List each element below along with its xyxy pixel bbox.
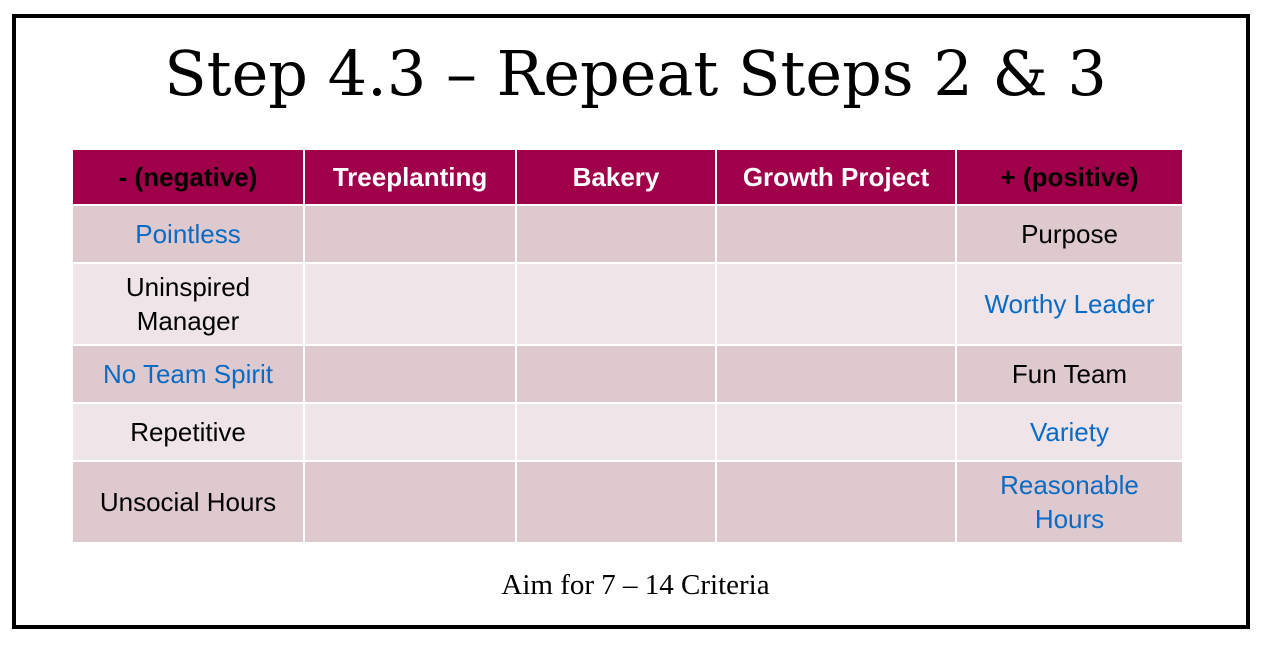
table-header-row: - (negative) Treeplanting Bakery Growth …	[71, 148, 1184, 206]
bakery-cell	[515, 204, 717, 264]
table-row: No Team Spirit Fun Team	[71, 344, 1184, 404]
positive-criterion: Worthy Leader	[955, 262, 1184, 346]
header-positive: + (positive)	[955, 148, 1184, 206]
bakery-cell	[515, 402, 717, 462]
growth-project-cell	[715, 344, 957, 404]
header-bakery: Bakery	[515, 148, 717, 206]
positive-criterion: Purpose	[955, 204, 1184, 264]
growth-project-cell	[715, 402, 957, 462]
treeplanting-cell	[303, 344, 517, 404]
negative-criterion: Pointless	[71, 204, 305, 264]
table-row: Pointless Purpose	[71, 204, 1184, 264]
footer-note: Aim for 7 – 14 Criteria	[501, 569, 770, 601]
treeplanting-cell	[303, 204, 517, 264]
growth-project-cell	[715, 262, 957, 346]
bakery-cell	[515, 460, 717, 544]
treeplanting-cell	[303, 402, 517, 462]
negative-criterion: Unsocial Hours	[71, 460, 305, 544]
positive-criterion: Fun Team	[955, 344, 1184, 404]
negative-criterion: Repetitive	[71, 402, 305, 462]
header-growth-project: Growth Project	[715, 148, 957, 206]
header-treeplanting: Treeplanting	[303, 148, 517, 206]
table-row: Uninspired Manager Worthy Leader	[71, 262, 1184, 346]
slide-title: Step 4.3 – Repeat Steps 2 & 3	[164, 37, 1107, 110]
bakery-cell	[515, 262, 717, 346]
growth-project-cell	[715, 204, 957, 264]
growth-project-cell	[715, 460, 957, 544]
treeplanting-cell	[303, 460, 517, 544]
criteria-table: - (negative) Treeplanting Bakery Growth …	[71, 148, 1184, 544]
positive-criterion: Variety	[955, 402, 1184, 462]
header-negative: - (negative)	[71, 148, 305, 206]
bakery-cell	[515, 344, 717, 404]
table-row: Repetitive Variety	[71, 402, 1184, 462]
positive-criterion: Reasonable Hours	[955, 460, 1184, 544]
treeplanting-cell	[303, 262, 517, 346]
table-row: Unsocial Hours Reasonable Hours	[71, 460, 1184, 544]
negative-criterion: Uninspired Manager	[71, 262, 305, 346]
negative-criterion: No Team Spirit	[71, 344, 305, 404]
